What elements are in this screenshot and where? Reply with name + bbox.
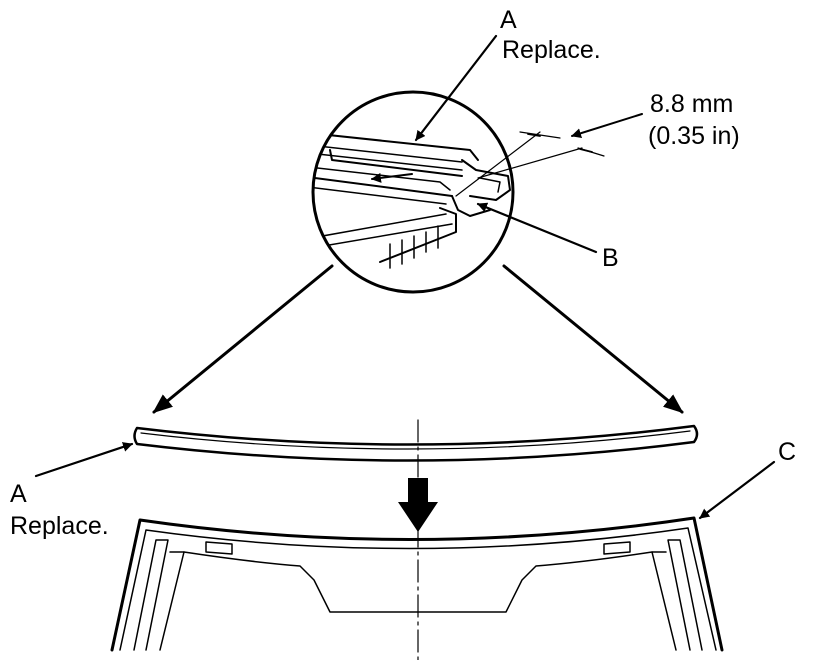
label-b: B: [602, 244, 619, 272]
leader-a-left: [34, 442, 134, 478]
detail-arrow-right: [502, 264, 684, 414]
label-dimension-in: (0.35 in): [648, 122, 740, 150]
label-a-top-note: Replace.: [502, 36, 601, 64]
label-c: C: [778, 438, 796, 466]
dimension-indicator: [455, 113, 643, 197]
install-direction-arrow: [398, 478, 438, 532]
detail-magnifier: [311, 90, 515, 294]
windshield-frame: [110, 516, 724, 652]
label-a-left-note: Replace.: [10, 512, 109, 540]
molding-cross-section-detail: [313, 131, 511, 269]
label-a-left-letter: A: [10, 480, 27, 508]
leader-a-top: [414, 34, 498, 142]
leader-b: [476, 202, 598, 254]
label-a-top-letter: A: [500, 6, 517, 34]
windshield-molding: [133, 424, 699, 462]
label-dimension-mm: 8.8 mm: [650, 90, 733, 118]
leader-c: [698, 460, 776, 520]
detail-arrow-left: [152, 264, 334, 414]
